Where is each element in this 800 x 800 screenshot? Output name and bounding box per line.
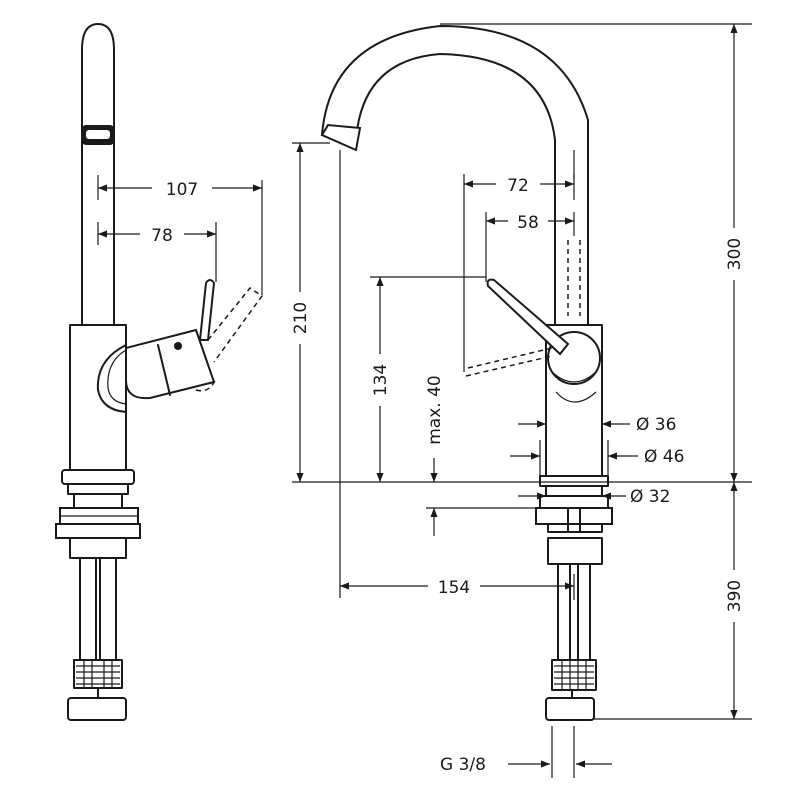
side-body: [69, 324, 127, 471]
front-lever-handle: [486, 278, 570, 356]
dim-shank-diameter: Ø 32: [630, 487, 670, 507]
front-spout-tip: [320, 123, 362, 152]
dim-overall-height: 300: [725, 238, 745, 270]
side-base-ring: [61, 469, 135, 485]
front-hose-fitting: [551, 659, 597, 691]
dim-body-diameter: Ø 36: [636, 415, 676, 435]
side-spout: [81, 23, 115, 326]
side-aerator-slot: [86, 130, 110, 139]
front-spout-outer: [321, 25, 589, 326]
dim-hose-length: 390: [725, 580, 745, 612]
dim-lever-height: 134: [371, 364, 391, 396]
dim-side-spout-reach: 107: [166, 180, 198, 200]
dim-spout-reach: 154: [438, 578, 470, 598]
side-lever-handle: [198, 279, 216, 341]
front-spout-inner: [355, 53, 556, 326]
front-hose-nut: [545, 697, 595, 721]
front-view: 72 58 300 210 134 max. 40: [288, 23, 752, 778]
dim-max-thickness: max. 40: [425, 375, 445, 444]
dim-front-lever-offset: 58: [517, 213, 539, 233]
side-view: 107 78: [55, 23, 264, 721]
dim-front-spout-offset: 72: [507, 176, 529, 196]
dim-base-diameter: Ø 46: [644, 447, 684, 467]
front-base-ring: [539, 475, 609, 487]
front-lever-open-dashed: [465, 347, 553, 377]
dim-connection-thread: G 3/8: [440, 755, 486, 775]
side-lever-open-dashed: [207, 286, 264, 363]
dim-spout-height: 210: [291, 302, 311, 334]
side-hose-nut: [67, 697, 127, 721]
side-body-curve: [96, 344, 127, 413]
side-lever-pivot: [174, 342, 182, 350]
side-lever-housing: [125, 328, 216, 400]
dim-side-lever-reach: 78: [151, 226, 173, 246]
front-nut: [535, 507, 613, 525]
